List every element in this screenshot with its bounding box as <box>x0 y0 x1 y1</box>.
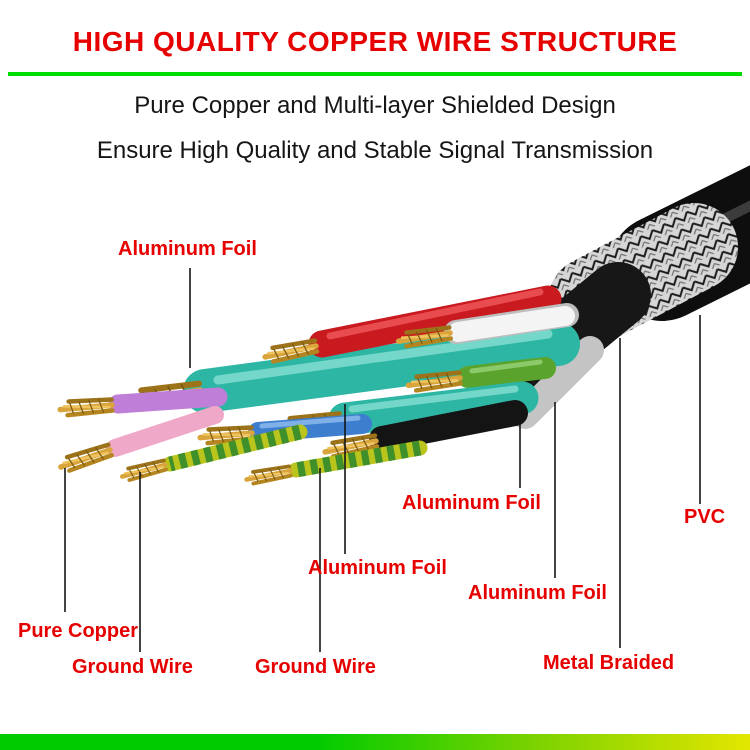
leader-lines <box>64 268 701 652</box>
wire-white <box>398 303 579 347</box>
label-aluminum-foil-mid: Aluminum Foil <box>402 492 541 514</box>
label-ground-wire-left: Ground Wire <box>72 656 193 678</box>
label-ground-wire-center: Ground Wire <box>255 656 376 678</box>
label-aluminum-foil-right: Aluminum Foil <box>468 582 607 604</box>
label-pvc: PVC <box>684 506 726 528</box>
label-aluminum-foil-top: Aluminum Foil <box>118 238 257 260</box>
footer-gradient-bar <box>0 734 750 750</box>
green-divider <box>8 72 742 76</box>
label-aluminum-foil-lower: Aluminum Foil <box>308 557 447 579</box>
subtitle-line-1: Pure Copper and Multi-layer Shielded Des… <box>134 92 616 119</box>
wire-green <box>408 357 556 391</box>
page-title: HIGH QUALITY COPPER WIRE STRUCTURE <box>72 26 678 57</box>
label-metal-braided: Metal Braided <box>543 652 675 674</box>
wire-pink <box>58 406 224 473</box>
ground-wire-left <box>121 424 308 481</box>
wire-teal-upper <box>129 322 580 410</box>
wire-purple <box>60 387 228 416</box>
subtitle-line-2: Ensure High Quality and Stable Signal Tr… <box>96 137 654 164</box>
wire-black <box>324 400 528 458</box>
wire-teal-lower <box>280 381 539 435</box>
label-pure-copper: Pure Copper <box>18 620 139 642</box>
wire-red <box>264 285 562 363</box>
ground-wire-center <box>245 440 428 485</box>
